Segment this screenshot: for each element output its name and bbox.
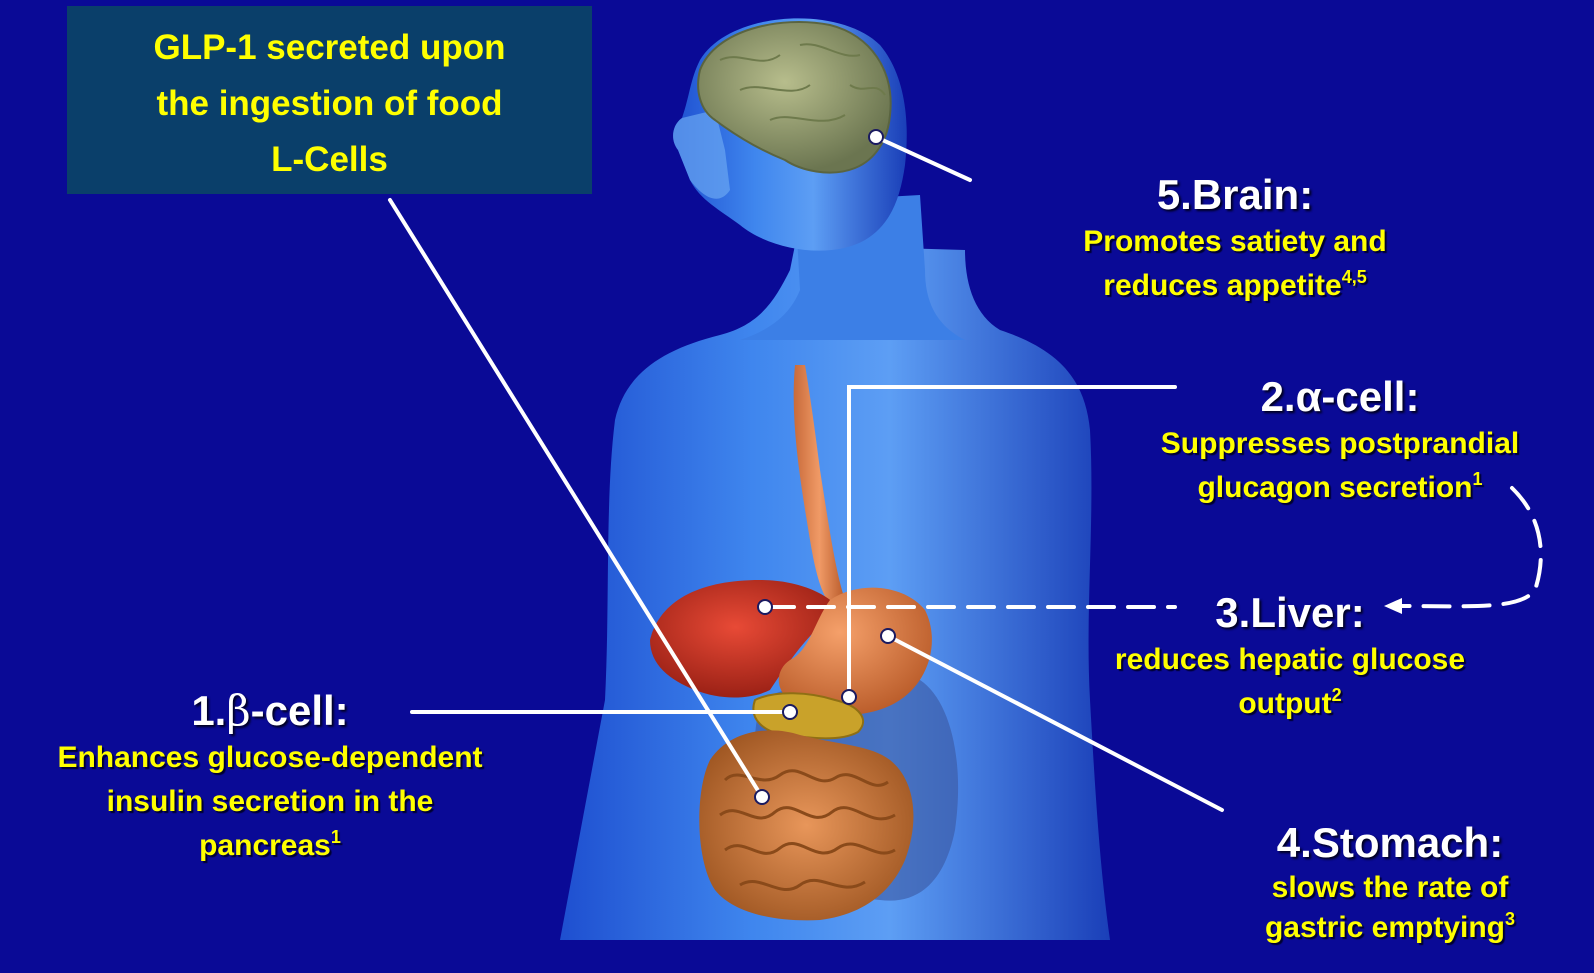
stomach-reference: 3 [1505, 909, 1515, 929]
stomach-text-line-2-main: gastric emptying [1265, 911, 1505, 944]
callout-line-1: GLP-1 secreted upon [67, 20, 592, 76]
stomach-dot [881, 629, 895, 643]
brain-text-line-2-main: reduces appetite [1103, 269, 1341, 302]
brain-text-line-1: Promotes satiety and [1030, 220, 1440, 264]
beta-cell-reference: 1 [331, 827, 341, 847]
alpha-cell-heading: 2.α-cell: [1110, 372, 1570, 422]
beta-symbol: β [226, 686, 250, 735]
l-cell-dot [755, 790, 769, 804]
alpha-cell-text-line-2-main: glucagon secretion [1197, 471, 1472, 504]
brain-heading: 5.Brain: [1030, 170, 1440, 220]
beta-cell-heading: 1.β-cell: [0, 686, 540, 736]
beta-cell-text-line-3: pancreas1 [0, 824, 540, 868]
small-intestine [699, 730, 913, 920]
alpha-cell-text-line-2: glucagon secretion1 [1110, 466, 1570, 510]
beta-cell-text-line-3-main: pancreas [199, 829, 331, 862]
stomach-label: 4.Stomach: slows the rate of gastric emp… [1210, 818, 1570, 948]
liver-text-line-1: reduces hepatic glucose [1060, 638, 1520, 682]
alpha-cell-text-line-1: Suppresses postprandial [1110, 422, 1570, 466]
callout-line-2: the ingestion of food [67, 76, 592, 132]
human-figure [560, 18, 1110, 940]
liver-text-line-2-main: output [1238, 687, 1331, 720]
stomach-text-line-2: gastric emptying3 [1210, 908, 1570, 948]
liver-text-line-2: output2 [1060, 682, 1520, 726]
brain-text-line-2: reduces appetite4,5 [1030, 264, 1440, 308]
beta-cell-text-line-1: Enhances glucose-dependent [0, 736, 540, 780]
brain-label: 5.Brain: Promotes satiety and reduces ap… [1030, 170, 1440, 308]
alpha-cell-dot [842, 690, 856, 704]
beta-cell-dot [783, 705, 797, 719]
beta-cell-text-line-2: insulin secretion in the [0, 780, 540, 824]
alpha-cell-label: 2.α-cell: Suppresses postprandial glucag… [1110, 372, 1570, 510]
brain-reference: 4,5 [1342, 267, 1367, 287]
liver-dot [758, 600, 772, 614]
glp1-callout-box: GLP-1 secreted upon the ingestion of foo… [67, 6, 592, 194]
brain-dot [869, 130, 883, 144]
beta-cell-heading-suffix: -cell: [251, 687, 349, 734]
callout-line-3: L-Cells [67, 132, 592, 188]
alpha-cell-reference: 1 [1473, 469, 1483, 489]
stomach-text-line-1: slows the rate of [1210, 868, 1570, 908]
beta-cell-heading-prefix: 1. [191, 687, 226, 734]
liver-label: 3.Liver: reduces hepatic glucose output2 [1060, 588, 1520, 726]
liver-heading: 3.Liver: [1060, 588, 1520, 638]
stomach-heading: 4.Stomach: [1210, 818, 1570, 868]
beta-cell-label: 1.β-cell: Enhances glucose-dependent ins… [0, 686, 540, 868]
liver-reference: 2 [1332, 685, 1342, 705]
